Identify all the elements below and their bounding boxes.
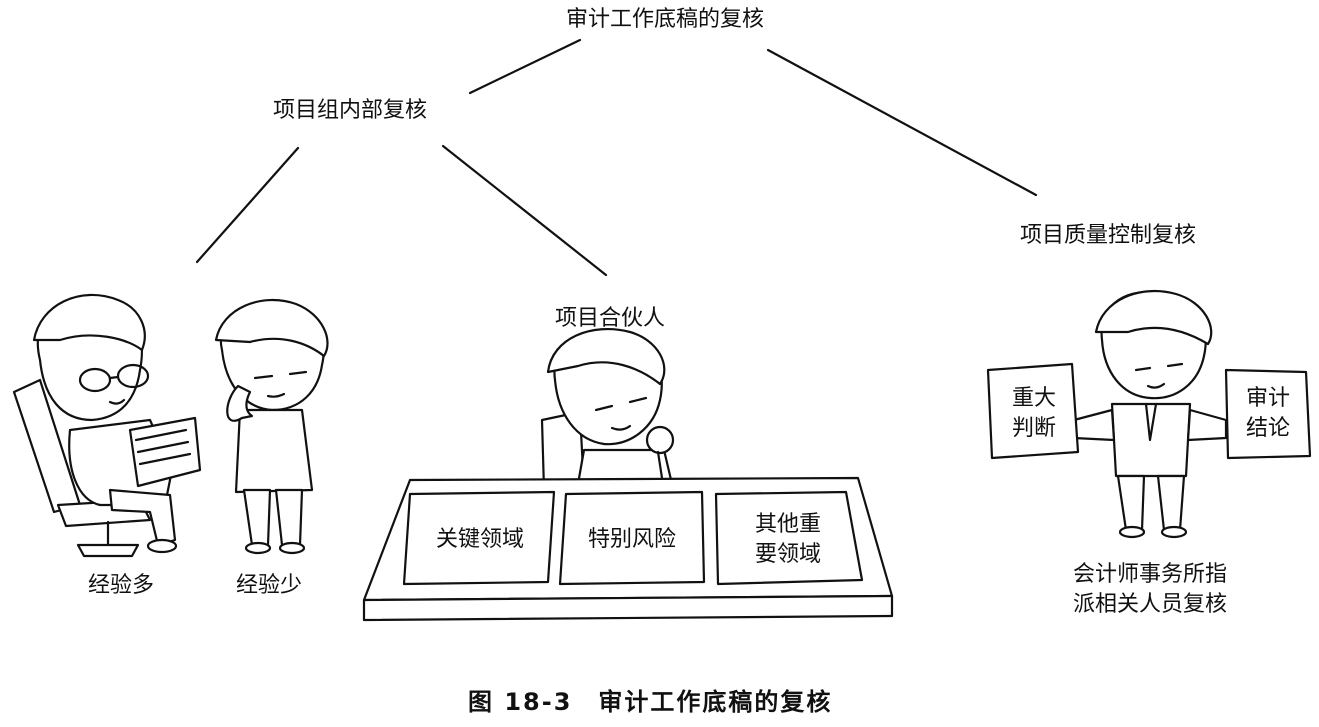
desk-doc-label-1: 关键领域: [435, 527, 524, 552]
partner-figure: [540, 327, 675, 492]
connector-lines: [195, 38, 1038, 277]
experienced-label: 经验多: [88, 573, 155, 598]
partner-label: 项目合伙人: [555, 306, 666, 331]
left-paper-label: 重大 判断: [1011, 386, 1056, 441]
figure-caption: 图 18-3 审计工作底稿的复核: [468, 688, 833, 716]
inexperienced-label: 经验少: [236, 573, 303, 598]
desk-doc-label-3: 其他重 要领域: [754, 512, 821, 567]
quality-review-label: 项目质量控制复核: [1020, 223, 1197, 248]
desk-paper-3: [714, 490, 864, 586]
firm-staff-label: 会计师事务所指 派相关人员复核: [1072, 562, 1227, 617]
root-node-label: 审计工作底稿的复核: [566, 7, 765, 32]
left-held-paper: [986, 362, 1080, 460]
right-held-paper: [1224, 368, 1312, 460]
desk: [362, 476, 894, 622]
desk-paper-1: [402, 490, 556, 586]
right-paper-label: 审计 结论: [1245, 386, 1290, 441]
desk-paper-2: [558, 490, 706, 586]
inexperienced-reviewer-figure: [214, 299, 329, 555]
quality-reviewer-figure: [986, 289, 1312, 539]
internal-review-label: 项目组内部复核: [273, 98, 428, 123]
experienced-reviewer-figure: [12, 293, 202, 558]
desk-doc-label-2: 特别风险: [587, 527, 676, 552]
